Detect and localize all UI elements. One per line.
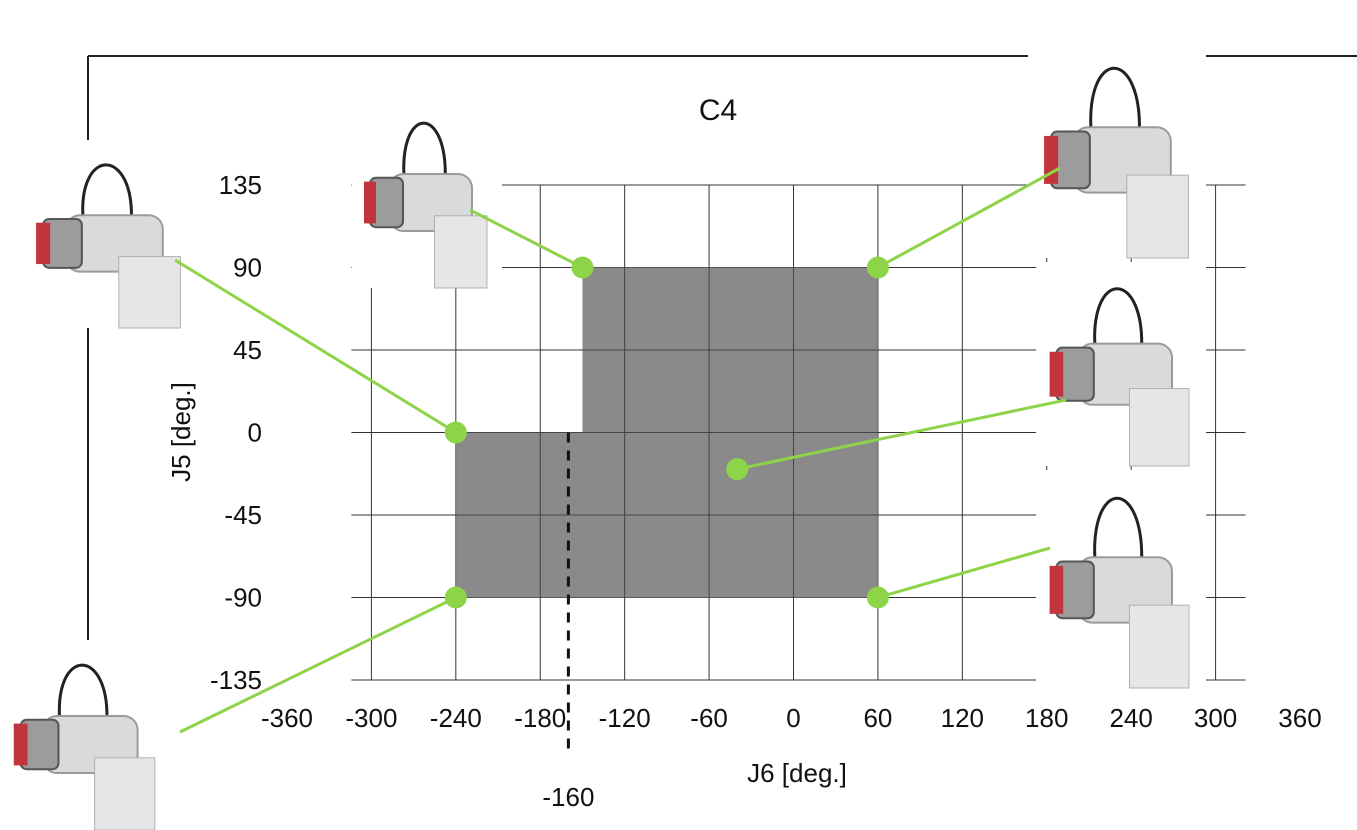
pose-marker-point — [726, 458, 749, 481]
robot-base-icon — [1129, 387, 1190, 467]
sensor-icon — [1049, 565, 1064, 614]
y-tick-label: -90 — [224, 583, 262, 613]
sensor-icon — [364, 181, 376, 224]
robot-photo-left — [22, 140, 198, 329]
x-tick-label: -60 — [690, 703, 728, 733]
cable-icon — [57, 663, 109, 726]
robot-base-icon — [1126, 174, 1189, 259]
cable-icon — [1093, 496, 1144, 569]
x-tick-label: 240 — [1109, 703, 1152, 733]
x-tick-label: 360 — [1278, 703, 1321, 733]
reachable-region — [455, 267, 878, 598]
sensor-icon — [1049, 351, 1064, 397]
cable-icon — [1093, 287, 1144, 354]
y-axis-label: J5 [deg.] — [166, 382, 196, 482]
robot-photo-right-lower — [1036, 470, 1206, 689]
x-axis-label: J6 [deg.] — [747, 758, 847, 788]
x-tick-label: 300 — [1194, 703, 1237, 733]
cable-icon — [402, 121, 447, 184]
y-tick-label: 135 — [219, 170, 262, 200]
x-tick-label: -360 — [261, 703, 313, 733]
pose-marker-point — [866, 256, 889, 279]
cable-icon — [81, 163, 133, 225]
connector-line — [736, 398, 1067, 471]
connector-lines — [174, 166, 1067, 734]
robot-photo-top-right — [1030, 40, 1206, 259]
x-tick-label: 60 — [863, 703, 892, 733]
y-tick-label: -135 — [210, 665, 262, 695]
x-tick-label: -300 — [345, 703, 397, 733]
connector-line — [174, 258, 457, 434]
pose-markers — [444, 256, 889, 609]
x-tick-label: -180 — [514, 703, 566, 733]
robot-photos — [0, 40, 1206, 830]
x-tick-label: 180 — [1025, 703, 1068, 733]
connector-line — [469, 208, 584, 269]
cable-icon — [1089, 66, 1141, 139]
robot-photo-bottom-left — [0, 640, 172, 830]
sensor-icon — [36, 222, 51, 265]
x-tick-label: -120 — [599, 703, 651, 733]
x-tick-label: 120 — [941, 703, 984, 733]
x-tick-label: 0 — [786, 703, 800, 733]
pose-marker-point — [444, 421, 467, 444]
j6-limit-label: -160 — [542, 782, 594, 812]
x-tick-label: -240 — [430, 703, 482, 733]
connector-line — [179, 596, 457, 734]
outer-frame — [87, 55, 1357, 640]
robot-photo-top-left-center — [352, 98, 502, 289]
chart-title: C4 — [699, 94, 737, 127]
pose-marker-point — [444, 586, 467, 609]
y-tick-label: 45 — [233, 335, 262, 365]
pose-marker-point — [571, 256, 594, 279]
axis-ticks: -360 -300 -240 -180 -120 -60 0 60 120 180 240 300 36… — [210, 170, 1322, 733]
robot-base-icon — [94, 757, 156, 830]
robot-base-icon — [434, 215, 488, 289]
sensor-icon — [13, 723, 28, 766]
connector-line — [877, 546, 1051, 599]
robot-base-icon — [1129, 604, 1190, 689]
y-tick-label: 90 — [233, 253, 262, 283]
y-tick-label: -45 — [224, 500, 262, 530]
robot-photo-right-middle — [1036, 262, 1206, 467]
y-tick-label: 0 — [248, 418, 262, 448]
pose-marker-point — [866, 586, 889, 609]
robot-base-icon — [118, 256, 181, 329]
connector-line — [877, 166, 1061, 269]
